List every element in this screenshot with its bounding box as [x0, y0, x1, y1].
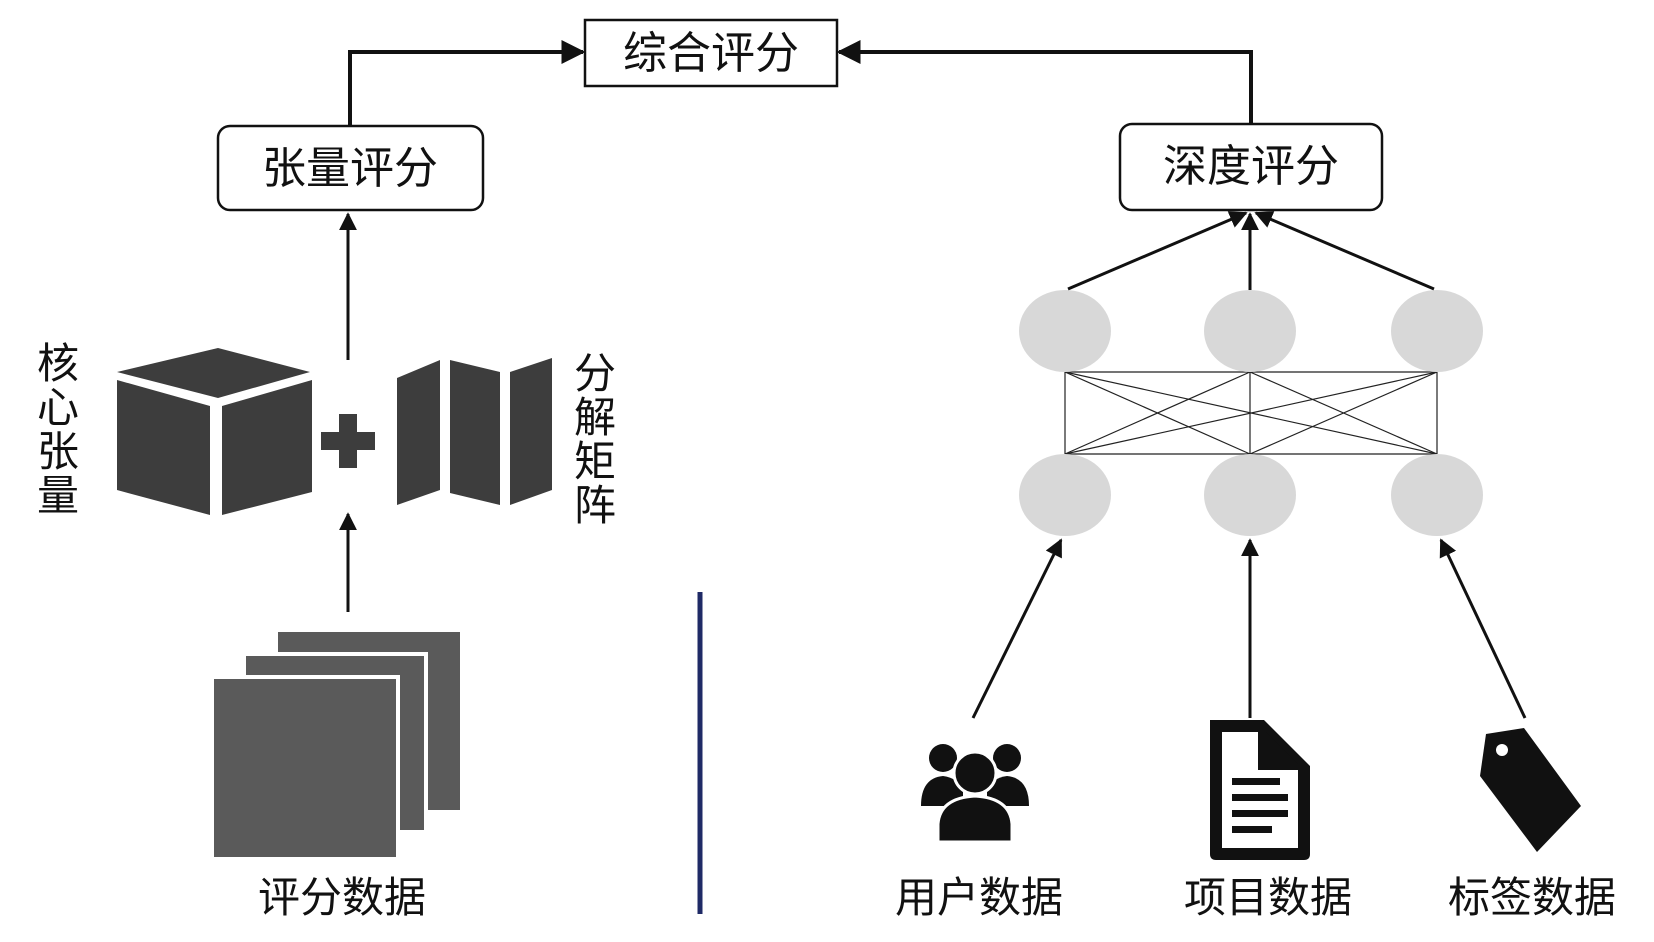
neuron-top-2 [1204, 290, 1296, 372]
tag-data-label: 标签数据 [1448, 873, 1616, 922]
network-connections [1064, 371, 1438, 455]
user-data-label: 用户数据 [895, 873, 1063, 922]
output-arrow-3 [1254, 211, 1435, 291]
user-input-arrow [971, 538, 1063, 719]
users-icon [921, 744, 1029, 844]
neuron-bottom-3 [1391, 454, 1483, 536]
tensor-to-combined-arrow [348, 40, 586, 126]
deep-to-combined-arrow [836, 40, 1253, 124]
neuron-top-1 [1019, 290, 1111, 372]
tensor-score-label: 张量评分 [262, 143, 438, 194]
output-arrow-1 [1067, 211, 1248, 291]
tag-input-arrow [1439, 538, 1527, 719]
deep-score-label: 深度评分 [1163, 141, 1339, 192]
document-icon [1210, 720, 1310, 860]
combined-score-box: 综合评分 [583, 18, 839, 88]
rating-data-label: 评分数据 [258, 873, 426, 922]
item-data-label: 项目数据 [1184, 873, 1352, 922]
decomp-matrix-label: 分解矩阵 [574, 349, 616, 530]
neuron-top-3 [1391, 290, 1483, 372]
tag-icon [1480, 728, 1581, 852]
core-tensor-label: 核心张量 [37, 339, 79, 520]
plus-icon [321, 414, 375, 468]
factor-matrices-icon [397, 358, 552, 505]
neural-network [1019, 211, 1483, 536]
deep-score-box: 深度评分 [1118, 122, 1384, 212]
neuron-bottom-1 [1019, 454, 1111, 536]
combined-score-label: 综合评分 [623, 28, 799, 79]
tensor-score-box: 张量评分 [216, 124, 485, 212]
stacked-layers-icon [210, 632, 460, 861]
neuron-bottom-2 [1204, 454, 1296, 536]
cube-icon [117, 348, 312, 515]
